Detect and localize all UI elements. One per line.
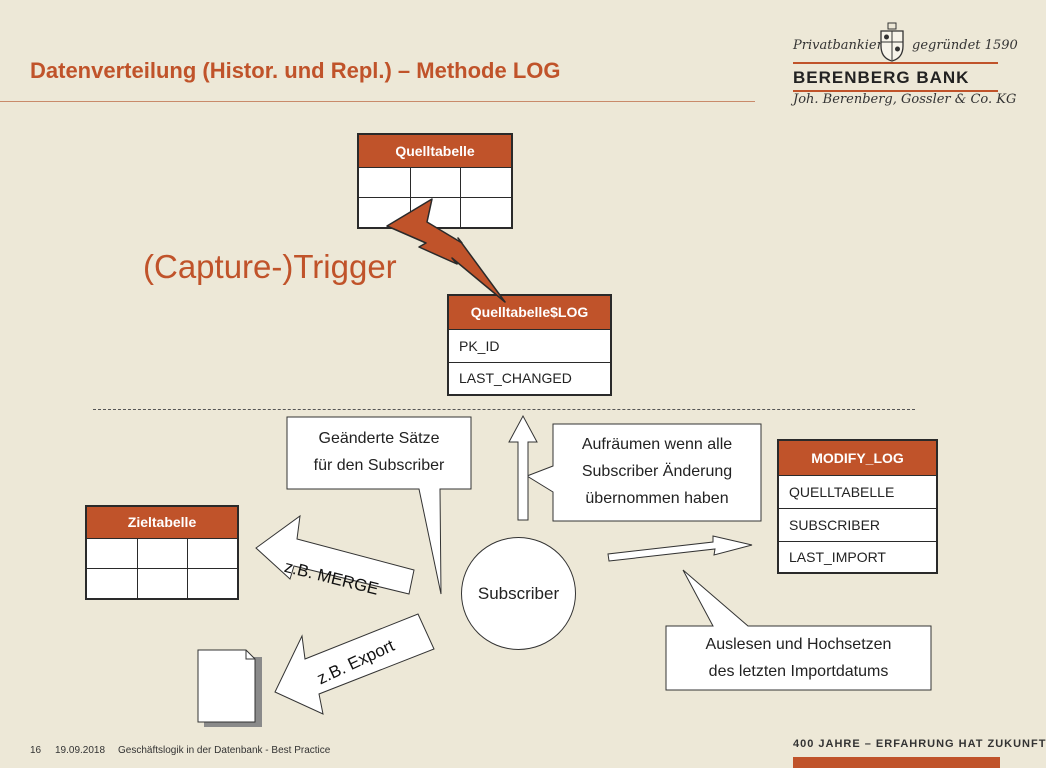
- dashed-separator: [93, 409, 915, 410]
- footer-date: 19.09.2018: [55, 745, 106, 756]
- callout-read-update-shape: [665, 569, 932, 691]
- diagram-shapes: [197, 198, 932, 727]
- slide-title: Datenverteilung (Histor. und Repl.) – Me…: [30, 58, 561, 83]
- note-cleanup: Aufräumen wenn alle Subscriber Änderung …: [553, 431, 761, 512]
- export-arrow-icon: [274, 613, 435, 715]
- right-arrow-icon: [607, 535, 753, 562]
- source-table-header: Quelltabelle: [359, 135, 511, 167]
- table-cell: [359, 197, 410, 227]
- note-line: Auslesen und Hochsetzen: [705, 636, 892, 653]
- table-cell: [460, 167, 511, 197]
- logo-left-script: Privatbankiers: [793, 38, 890, 53]
- table-cell: [137, 538, 187, 568]
- note-line: Aufräumen wenn alle: [581, 436, 733, 453]
- slogan-bar: [793, 757, 1000, 768]
- target-table-header: Zieltabelle: [87, 507, 237, 538]
- table-cell: [187, 568, 237, 598]
- note-line: Geänderte Sätze: [318, 430, 440, 447]
- document-icon: [197, 649, 262, 727]
- trigger-label: (Capture-)Trigger: [143, 248, 397, 285]
- note-read-update: Auslesen und Hochsetzen des letzten Impo…: [666, 631, 931, 685]
- table-cell: [87, 538, 137, 568]
- subscriber-node: Subscriber: [461, 537, 576, 650]
- source-table: Quelltabelle: [357, 133, 513, 229]
- log-table-header: Quelltabelle$LOG: [449, 296, 610, 329]
- callout-cleanup-shape: [525, 423, 762, 522]
- table-cell: [187, 538, 237, 568]
- footer-text: Geschäftslogik in der Datenbank - Best P…: [118, 745, 331, 756]
- merge-arrow-icon: [255, 514, 415, 595]
- logo-subline: Joh. Berenberg, Gossler & Co. KG: [793, 92, 1017, 107]
- table-cell: [87, 568, 137, 598]
- note-line: Subscriber Änderung: [581, 463, 733, 480]
- modify-log-row: LAST_IMPORT: [779, 541, 936, 572]
- up-arrow-icon: [508, 414, 538, 521]
- table-cell: [409, 167, 461, 197]
- callout-changed-rows-shape: [286, 416, 472, 595]
- title-divider: [0, 101, 755, 102]
- logo-right-script: gegründet 1590: [912, 38, 1018, 53]
- modify-log-row: QUELLTABELLE: [779, 475, 936, 508]
- modify-log-table: MODIFY_LOG QUELLTABELLE SUBSCRIBER LAST_…: [777, 439, 938, 574]
- note-changed-rows: Geänderte Sätze für den Subscriber: [287, 425, 471, 479]
- page-number: 16: [30, 745, 42, 756]
- crest-icon: [880, 22, 904, 62]
- logo-rule-top: [793, 62, 998, 64]
- log-table-row: PK_ID: [449, 329, 610, 362]
- table-cell: [359, 167, 410, 197]
- target-table-grid: [87, 538, 237, 598]
- modify-log-header: MODIFY_LOG: [779, 441, 936, 475]
- logo-bank-name: BERENBERG BANK: [793, 68, 970, 87]
- table-cell: [460, 197, 511, 227]
- footer-slogan: 400 JAHRE – ERFAHRUNG HAT ZUKUNFT: [793, 738, 1046, 750]
- table-cell: [137, 568, 187, 598]
- note-line: übernommen haben: [585, 490, 729, 507]
- log-table-row: LAST_CHANGED: [449, 362, 610, 394]
- note-line: des letzten Importdatums: [708, 663, 889, 680]
- bank-logo: Privatbankiers gegründet 1590 BERENBERG …: [785, 22, 1018, 114]
- lightning-bolt-icon: [386, 198, 506, 303]
- note-line: für den Subscriber: [313, 457, 445, 474]
- logo-rule-bottom: [793, 90, 998, 92]
- target-table: Zieltabelle: [85, 505, 239, 600]
- log-table: Quelltabelle$LOG PK_ID LAST_CHANGED: [447, 294, 612, 396]
- modify-log-row: SUBSCRIBER: [779, 508, 936, 541]
